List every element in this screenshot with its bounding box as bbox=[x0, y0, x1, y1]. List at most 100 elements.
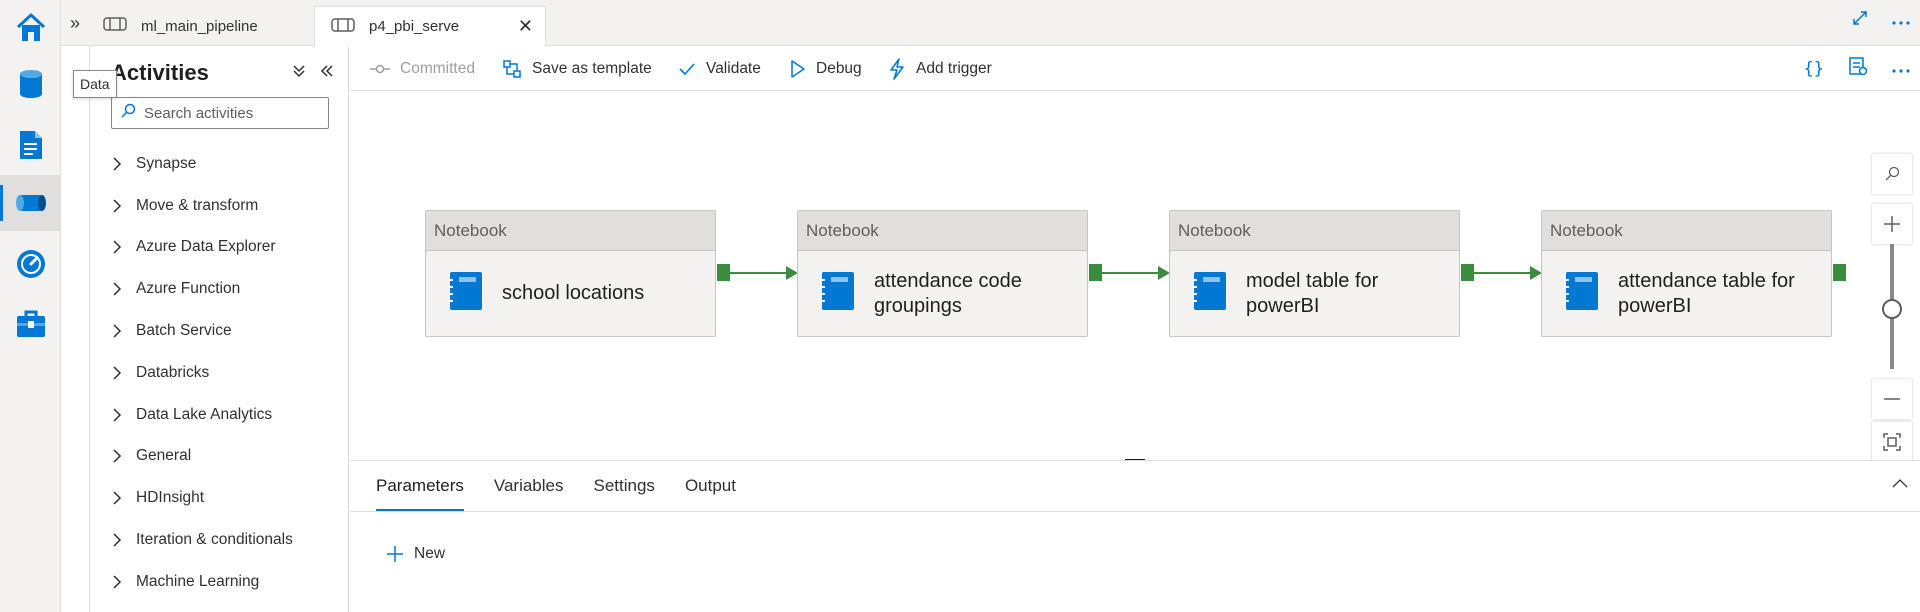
close-icon[interactable]: ✕ bbox=[517, 16, 533, 36]
category-label: Azure Function bbox=[136, 280, 241, 298]
tab-output[interactable]: Output bbox=[684, 476, 736, 495]
template-icon bbox=[502, 59, 522, 79]
arrow-icon bbox=[1158, 266, 1170, 280]
activity-name: model table for powerBI bbox=[1246, 269, 1379, 317]
tab-settings[interactable]: Settings bbox=[593, 476, 655, 495]
develop-nav[interactable] bbox=[0, 117, 61, 173]
fit-to-screen-button[interactable] bbox=[1872, 422, 1912, 462]
category-iteration-conditionals[interactable]: Iteration & conditionals bbox=[112, 519, 342, 561]
collapse-all-icon[interactable] bbox=[292, 64, 306, 83]
chevron-right-icon bbox=[112, 324, 136, 338]
properties-tabs: Parameters Variables Settings Output bbox=[376, 461, 736, 511]
tab-ml-main-pipeline[interactable]: ml_main_pipeline bbox=[103, 6, 313, 46]
category-batch-service[interactable]: Batch Service bbox=[112, 310, 342, 352]
collapse-panel-button[interactable] bbox=[1892, 475, 1908, 493]
success-output-port[interactable] bbox=[1089, 264, 1102, 281]
add-trigger-button[interactable]: Add trigger bbox=[888, 46, 992, 91]
arrow-icon bbox=[1530, 266, 1542, 280]
category-azure-function[interactable]: Azure Function bbox=[112, 268, 342, 310]
commit-icon bbox=[370, 63, 390, 75]
category-label: Machine Learning bbox=[136, 572, 260, 590]
activity-node-model-table-for-powerbi[interactable]: Notebook model table for powerBI bbox=[1169, 210, 1460, 337]
activity-category-list: Synapse Move & transform Azure Data Expl… bbox=[112, 143, 342, 603]
hide-panel-icon[interactable] bbox=[320, 64, 334, 83]
code-braces-icon[interactable]: {} bbox=[1803, 58, 1824, 79]
success-connector[interactable] bbox=[1102, 272, 1160, 274]
pipeline-canvas[interactable]: Notebook school locations Notebook atten… bbox=[350, 92, 1920, 462]
activity-type: Notebook bbox=[798, 211, 1087, 251]
tab-variables[interactable]: Variables bbox=[493, 476, 564, 495]
new-parameter-button[interactable]: New bbox=[386, 545, 445, 563]
play-icon bbox=[790, 59, 806, 78]
zoom-in-button[interactable] bbox=[1872, 204, 1912, 244]
tabs-divider bbox=[350, 511, 1920, 512]
activity-node-attendance-table-for-powerbi[interactable]: Notebook attendance table for powerBI bbox=[1541, 210, 1832, 337]
category-label: HDInsight bbox=[136, 489, 205, 507]
activity-node-school-locations[interactable]: Notebook school locations bbox=[425, 210, 716, 337]
success-connector[interactable] bbox=[1474, 272, 1532, 274]
zoom-slider-thumb[interactable] bbox=[1882, 299, 1902, 319]
category-databricks[interactable]: Databricks bbox=[112, 352, 342, 394]
activity-name: attendance code groupings bbox=[874, 269, 1022, 317]
arrow-icon bbox=[786, 266, 798, 280]
develop-icon bbox=[19, 131, 42, 159]
properties-icon[interactable] bbox=[1848, 56, 1868, 81]
notebook-icon bbox=[820, 271, 856, 316]
new-label: New bbox=[414, 545, 446, 562]
success-output-port[interactable] bbox=[1461, 264, 1474, 281]
category-machine-learning[interactable]: Machine Learning bbox=[112, 561, 342, 603]
manage-nav[interactable] bbox=[0, 296, 61, 352]
category-general[interactable]: General bbox=[112, 436, 342, 478]
category-azure-data-explorer[interactable]: Azure Data Explorer bbox=[112, 227, 342, 269]
expand-rail-button[interactable]: » bbox=[61, 0, 89, 46]
category-data-lake-analytics[interactable]: Data Lake Analytics bbox=[112, 394, 342, 436]
activity-type: Notebook bbox=[1542, 211, 1831, 251]
category-hdinsight[interactable]: HDInsight bbox=[112, 477, 342, 519]
category-label: Azure Data Explorer bbox=[136, 238, 276, 256]
search-icon bbox=[120, 103, 136, 124]
pipeline-toolbar: Committed Save as template Validate Debu… bbox=[350, 46, 1920, 91]
success-output-port[interactable] bbox=[717, 264, 730, 281]
integrate-nav[interactable] bbox=[0, 175, 61, 231]
tab-p4-pbi-serve[interactable]: p4_pbi_serve ✕ bbox=[314, 6, 546, 46]
category-synapse[interactable]: Synapse bbox=[112, 143, 342, 185]
integrate-icon bbox=[15, 195, 46, 211]
chevron-right-icon bbox=[112, 240, 136, 255]
more-options-icon[interactable] bbox=[1892, 12, 1910, 30]
manage-icon bbox=[16, 310, 45, 337]
category-label: Iteration & conditionals bbox=[136, 531, 293, 549]
search-icon bbox=[1885, 166, 1900, 181]
tab-label: p4_pbi_serve bbox=[369, 18, 460, 35]
chevron-right-icon bbox=[112, 366, 136, 380]
tab-parameters[interactable]: Parameters bbox=[376, 461, 464, 511]
validate-button[interactable]: Validate bbox=[678, 46, 761, 91]
success-output-port[interactable] bbox=[1833, 264, 1846, 281]
add-trigger-label: Add trigger bbox=[916, 59, 992, 77]
category-label: General bbox=[136, 447, 192, 465]
home-nav[interactable] bbox=[0, 0, 61, 56]
monitor-nav[interactable] bbox=[0, 236, 61, 292]
more-options-icon[interactable] bbox=[1892, 60, 1910, 78]
chevron-right-icon bbox=[112, 575, 136, 589]
zoom-search-button[interactable] bbox=[1872, 154, 1912, 194]
pipeline-icon bbox=[331, 17, 355, 37]
chevron-right-icon bbox=[112, 408, 136, 422]
success-connector[interactable] bbox=[730, 272, 788, 274]
chevron-up-icon bbox=[1892, 479, 1908, 488]
search-activities[interactable] bbox=[111, 97, 329, 129]
debug-button[interactable]: Debug bbox=[790, 46, 862, 91]
notebook-icon bbox=[448, 271, 484, 316]
committed-button[interactable]: Committed bbox=[370, 46, 475, 91]
category-label: Batch Service bbox=[136, 322, 232, 340]
activity-node-attendance-code-groupings[interactable]: Notebook attendance code groupings bbox=[797, 210, 1088, 337]
save-as-template-button[interactable]: Save as template bbox=[502, 46, 652, 91]
chevron-right-icon bbox=[112, 199, 136, 213]
search-input[interactable] bbox=[144, 104, 324, 122]
category-move-transform[interactable]: Move & transform bbox=[112, 185, 342, 227]
chevron-right-icon bbox=[112, 157, 136, 171]
expand-icon[interactable] bbox=[1852, 10, 1868, 31]
double-chevron-right-icon: » bbox=[69, 12, 80, 33]
data-nav[interactable] bbox=[0, 56, 61, 112]
zoom-out-button[interactable] bbox=[1872, 379, 1912, 419]
